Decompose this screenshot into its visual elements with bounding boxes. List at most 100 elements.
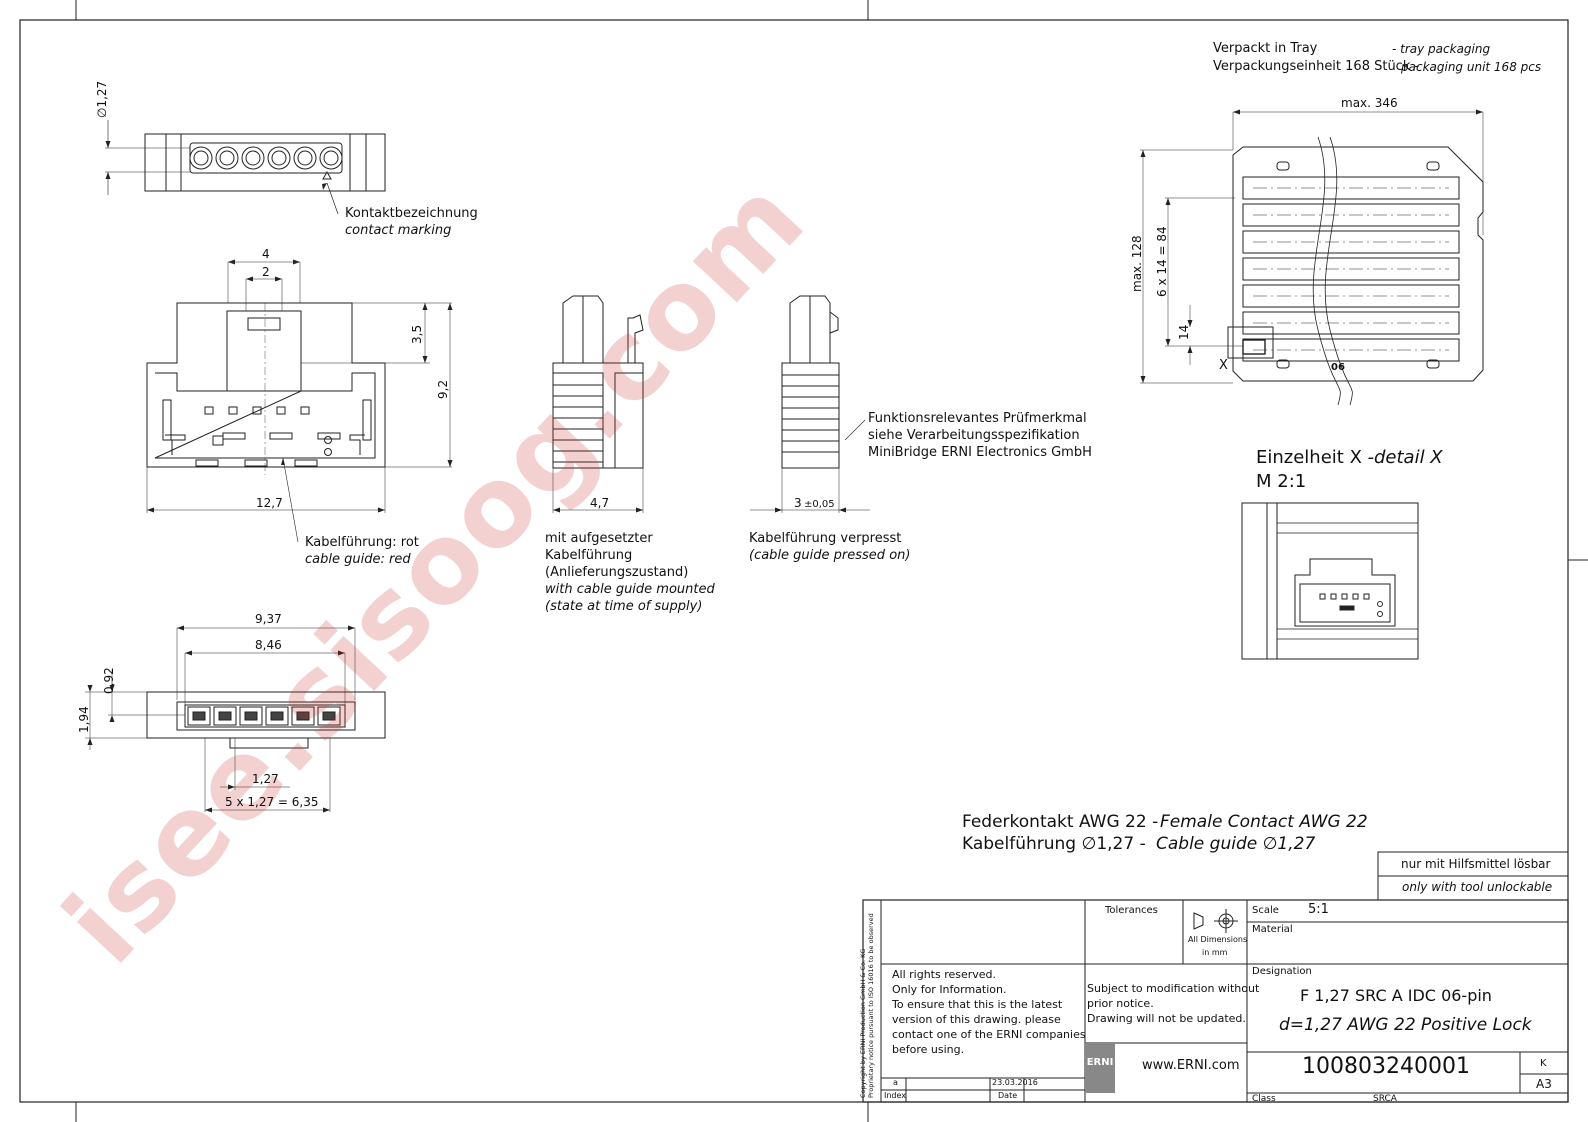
scale-value: 5:1 xyxy=(1308,902,1329,917)
contact-hole-inner xyxy=(323,150,339,166)
detail-pin xyxy=(1363,593,1370,600)
bottom-dim-pitch: 5 x 1,27 = 6,35 xyxy=(225,795,319,809)
subject-line3: Drawing will not be updated. xyxy=(1087,1012,1246,1025)
designation-line2: d=1,27 AWG 22 Positive Lock xyxy=(1279,1015,1532,1035)
designation-line1: F 1,27 SRC A IDC 06-pin xyxy=(1300,986,1492,1005)
rights-line5: contact one of the ERNI companies xyxy=(892,1028,1086,1041)
mounted-label-en-1: with cable guide mounted xyxy=(545,582,715,597)
tray-dim-row: 14 xyxy=(1177,324,1191,340)
detail-pin xyxy=(1341,593,1348,600)
bottom-contact xyxy=(322,711,336,721)
contact-hole-inner xyxy=(193,150,209,166)
product-heading-de-1: Federkontakt AWG 22 - xyxy=(962,812,1159,832)
bottom-contact xyxy=(244,711,258,721)
copyright-line1: Copyright by ERNI Production GmbH & Co. … xyxy=(859,948,867,1098)
contact-hole-inner xyxy=(271,150,287,166)
pin-window xyxy=(276,406,286,415)
contact-hole-inner xyxy=(245,150,261,166)
tray-slot xyxy=(1242,311,1460,335)
rights-line6: before using. xyxy=(892,1043,965,1056)
contact-hole xyxy=(215,146,239,170)
detail-dot xyxy=(1377,611,1383,617)
top-dim-diameter: ∅1,27 xyxy=(95,80,109,118)
pin-window xyxy=(252,406,262,415)
website: www.ERNI.com xyxy=(1142,1058,1240,1073)
rights-line2: Only for Information. xyxy=(892,983,1007,996)
bottom-dim-1-94: 1,94 xyxy=(77,706,91,733)
in-mm: in mm xyxy=(1202,948,1228,957)
index-value: a xyxy=(893,1078,898,1087)
contact-slot xyxy=(294,459,318,467)
packaging-line1-en: - tray packaging xyxy=(1392,42,1491,56)
mounted-label-en-2: (state at time of supply) xyxy=(545,599,703,614)
part-number: 100803240001 xyxy=(1302,1054,1470,1079)
subject-line1: Subject to modification without xyxy=(1087,982,1260,995)
index-label: Index xyxy=(884,1091,907,1100)
erni-logo: ERNI xyxy=(1086,1057,1114,1068)
date-value: 23.03.2016 xyxy=(992,1078,1038,1087)
subject-line2: prior notice. xyxy=(1087,997,1154,1010)
detail-pin xyxy=(1330,593,1337,600)
marking-triangle xyxy=(322,170,332,180)
contact-hole-inner xyxy=(297,150,313,166)
feature-note-line1: Funktionsrelevantes Prüfmerkmal xyxy=(868,411,1087,426)
tray-dim-height: max. 128 xyxy=(1130,235,1144,292)
material-label: Material xyxy=(1252,924,1293,935)
pressed-label-de: Kabelführung verpresst xyxy=(749,531,902,546)
detail-marker: X xyxy=(1219,358,1228,373)
rights-line4: version of this drawing. please xyxy=(892,1013,1061,1026)
bottom-dim-9-37: 9,37 xyxy=(255,612,282,626)
tray-slot xyxy=(1242,230,1460,254)
detail-pin xyxy=(1352,593,1359,600)
detail-scale: M 2:1 xyxy=(1256,471,1307,492)
mounted-label-de-3: (Anlieferungszustand) xyxy=(545,565,689,580)
tray-slot xyxy=(1242,257,1460,281)
bottom-contact xyxy=(296,711,310,721)
detail-title-en: detail X xyxy=(1374,447,1443,468)
contact-slot xyxy=(244,459,268,467)
bottom-cell xyxy=(317,706,341,726)
tray-dim-pitch: 6 x 14 = 84 xyxy=(1155,226,1169,297)
bottom-contact xyxy=(192,711,206,721)
tolerances-label: Tolerances xyxy=(1105,905,1158,916)
rights-line1: All rights reserved. xyxy=(892,968,997,981)
front-dim-4: 4 xyxy=(262,247,270,261)
product-heading-en-1: Female Contact AWG 22 xyxy=(1160,812,1368,832)
class-label: Class xyxy=(1252,1094,1276,1104)
side-dim-tolerance: ±0,05 xyxy=(804,499,835,510)
front-dim-9-2: 9,2 xyxy=(436,379,450,399)
bottom-cell xyxy=(239,706,263,726)
detail-slot xyxy=(1339,605,1355,611)
detail-pin xyxy=(1319,593,1326,600)
front-dim-2: 2 xyxy=(262,265,270,279)
contact-hole-inner xyxy=(219,150,235,166)
bottom-contact xyxy=(270,711,284,721)
product-heading-de-2: Kabelführung ∅1,27 - xyxy=(962,834,1146,854)
tray-slot xyxy=(1242,284,1460,308)
contact-hole xyxy=(319,146,343,170)
tray-slot xyxy=(1242,176,1460,200)
contact-hole xyxy=(241,146,265,170)
designation-label: Designation xyxy=(1252,966,1312,977)
all-dimensions: All Dimensions xyxy=(1188,935,1248,944)
side-dim-4-7: 4,7 xyxy=(590,496,610,510)
rights-line3: To ensure that this is the latest xyxy=(892,998,1063,1011)
contact-hole xyxy=(189,146,213,170)
side-dim-3: 3 xyxy=(794,496,802,510)
product-heading-en-2: Cable guide ∅1,27 xyxy=(1156,834,1316,854)
bottom-cell xyxy=(265,706,289,726)
front-dim-12-7: 12,7 xyxy=(256,496,283,510)
pressed-label-en: (cable guide pressed on) xyxy=(749,548,911,563)
contact-slot xyxy=(317,432,341,440)
packaging-line2-en: packaging unit 168 pcs xyxy=(1401,60,1542,74)
scale-label: Scale xyxy=(1252,905,1279,916)
date-label: Date xyxy=(998,1091,1018,1100)
contact-slot xyxy=(195,459,219,467)
bottom-dim-1-27: 1,27 xyxy=(252,772,279,786)
tray-slot xyxy=(1242,203,1460,227)
bottom-cell xyxy=(187,706,211,726)
packaging-line1-de: Verpackt in Tray xyxy=(1213,41,1318,56)
feature-note-line2: siehe Verarbeitungsspezifikation xyxy=(868,428,1080,443)
